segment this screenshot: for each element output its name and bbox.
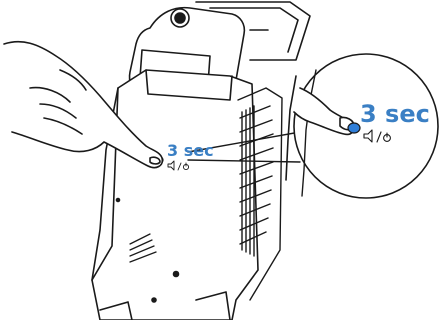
duration-label-large: 3 sec xyxy=(360,102,430,126)
duration-label-small: 3 sec xyxy=(167,143,214,159)
